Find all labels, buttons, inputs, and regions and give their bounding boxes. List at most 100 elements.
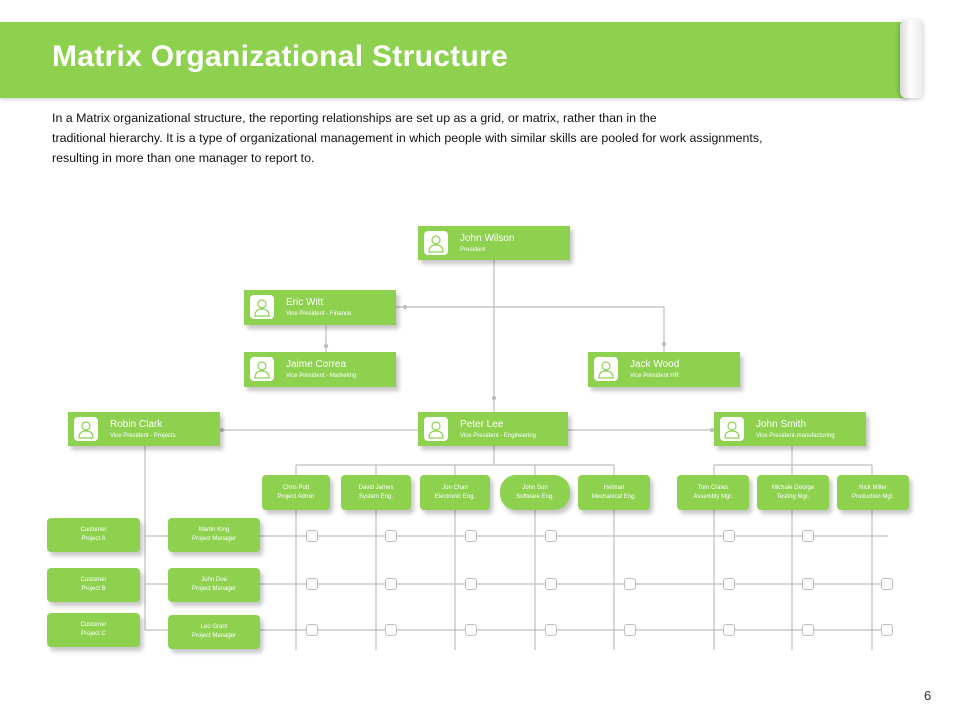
matrix-cell: [723, 624, 735, 636]
staff-role: Software Eng.: [516, 493, 554, 500]
executive-role: Vice President HR: [630, 373, 679, 379]
project-manager-card: John Doe Project Manager: [168, 568, 260, 602]
executive-name: Peter Lee: [460, 419, 504, 430]
executive-name: Jaime Correa: [286, 359, 347, 370]
customer-label: Customer: [80, 622, 107, 628]
matrix-cell: [306, 624, 318, 636]
customer-project-card: Customer Project A: [47, 518, 140, 552]
person-icon: [424, 231, 448, 255]
matrix-cell: [545, 578, 557, 590]
staff-name: David James: [358, 484, 394, 491]
staff-name: Tom Crales: [697, 484, 729, 491]
executive-role: Vice President - Projects: [110, 433, 176, 439]
executive-role: Vice President - Marketing: [286, 373, 357, 379]
manager-name: John Doe: [201, 577, 227, 583]
executive-name: Eric Witt: [286, 297, 324, 308]
vp-marketing-card: Jaime Correa Vice President - Marketing: [244, 352, 396, 387]
vp-finance-card: Eric Witt Vice President - Finance: [244, 290, 396, 325]
executive-name: Jack Wood: [630, 359, 680, 370]
person-icon: [250, 295, 274, 319]
staff-card: David James System Eng.: [341, 475, 411, 510]
person-icon: [720, 417, 744, 441]
staff-card: Jon Chan Electronic Eng.: [420, 475, 490, 510]
project-manager-card: Martin King Project Manager: [168, 518, 260, 552]
line-manufacturing-branch: [713, 446, 873, 475]
matrix-cell: [802, 578, 814, 590]
intro-line-2: traditional hierarchy. It is a type of o…: [52, 131, 763, 145]
vp-engineering-card: Peter Lee Vice President - Engineering: [418, 412, 568, 446]
matrix-cell: [385, 578, 397, 590]
staff-name: Michale George: [771, 484, 815, 491]
staff-name: Jon Chan: [442, 484, 468, 491]
staff-name: Nick Miller: [859, 484, 887, 491]
staff-card: Tom Crales Assembly Mgr.: [677, 475, 749, 510]
person-icon: [424, 417, 448, 441]
matrix-cell: [802, 530, 814, 542]
executive-role: President: [460, 247, 486, 253]
matrix-cell: [723, 578, 735, 590]
executive-role: Vice President - Finance: [286, 311, 352, 317]
president-card: John Wilson President: [418, 226, 570, 260]
matrix-cell: [465, 530, 477, 542]
executive-name: John Wilson: [460, 233, 515, 244]
intro-line-1: In a Matrix organizational structure, th…: [52, 111, 657, 125]
project-label: Project B: [81, 586, 106, 592]
matrix-cell: [545, 530, 557, 542]
staff-role: Electronic Eng.: [434, 493, 476, 500]
line-projects-branch: [144, 446, 168, 631]
matrix-cell: [306, 530, 318, 542]
vp-hr-card: Jack Wood Vice President HR: [588, 352, 740, 387]
staff-card: John Sun Software Eng.: [500, 475, 570, 510]
page-number: 6: [924, 688, 932, 703]
line-staff-verticals: [295, 510, 873, 650]
slide-title: Matrix Organizational Structure: [52, 40, 509, 73]
matrix-cell: [802, 624, 814, 636]
staff-name: Helman: [603, 484, 625, 491]
staff-role: Mechanical Eng.: [591, 493, 637, 500]
staff-role: Testing Mgr.: [776, 493, 810, 500]
title-banner: [0, 22, 908, 98]
executive-name: John Smith: [756, 419, 807, 430]
staff-role: Assembly Mgr.: [693, 493, 733, 500]
matrix-cell: [881, 624, 893, 636]
customer-label: Customer: [80, 577, 107, 583]
customer-label: Customer: [80, 527, 107, 533]
manager-role: Project Manager: [191, 536, 237, 542]
staff-card: Chris Pott Project Admin: [262, 475, 330, 510]
project-label: Project A: [81, 536, 106, 542]
banner-page-curl: [900, 20, 924, 98]
executive-name: Robin Clark: [110, 419, 163, 430]
vp-projects-card: Robin Clark Vice President - Projects: [68, 412, 220, 446]
staff-role: System Eng.: [358, 493, 393, 500]
matrix-cell: [624, 624, 636, 636]
project-manager-card: Leo Grant Project Manager: [168, 615, 260, 649]
person-icon: [74, 417, 98, 441]
matrix-cell: [385, 624, 397, 636]
customer-project-card: Customer Project B: [47, 568, 140, 602]
manager-role: Project Manager: [191, 633, 237, 639]
manager-name: Martin King: [198, 527, 230, 533]
matrix-cell: [465, 578, 477, 590]
staff-name: John Sun: [522, 484, 548, 491]
matrix-cell: [881, 578, 893, 590]
staff-card: Nick Miller Production Mgr.: [837, 475, 909, 510]
line-finance-hr: [396, 306, 665, 352]
executive-role: Vice President - Engineering: [460, 433, 536, 439]
matrix-cell: [465, 624, 477, 636]
intro-line-3: resulting in more than one manager to re…: [52, 151, 315, 165]
line-engineering-branch: [295, 446, 615, 475]
person-icon: [250, 357, 274, 381]
customer-project-card: Customer Project C: [47, 613, 140, 647]
project-label: Project C: [81, 631, 106, 637]
matrix-cell: [723, 530, 735, 542]
staff-role: Production Mgr.: [851, 493, 895, 500]
intro-text: In a Matrix organizational structure, th…: [52, 108, 892, 168]
vp-manufacturing-card: John Smith Vice President-manufacturing: [714, 412, 866, 446]
executive-role: Vice President-manufacturing: [756, 433, 835, 439]
matrix-cell: [545, 624, 557, 636]
staff-card: Helman Mechanical Eng.: [578, 475, 650, 510]
manager-role: Project Manager: [191, 586, 237, 592]
staff-name: Chris Pott: [282, 484, 310, 491]
staff-card: Michale George Testing Mgr.: [757, 475, 829, 510]
